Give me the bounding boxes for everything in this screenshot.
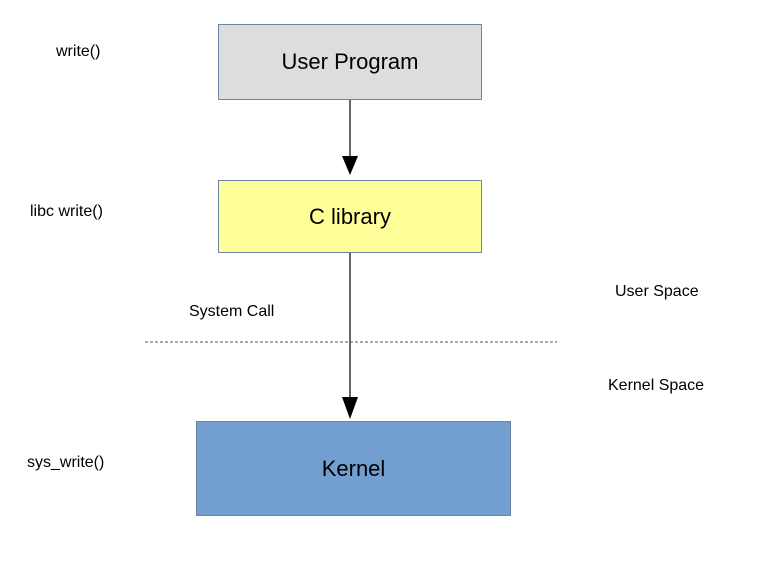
c-library-box: C library: [218, 180, 482, 253]
user-program-box: User Program: [218, 24, 482, 100]
system-call-label: System Call: [189, 303, 275, 320]
kernel-space-label: Kernel Space: [608, 377, 705, 394]
arrow-libc-to-kernel-head: [342, 397, 358, 419]
kernel-label: Kernel: [321, 455, 386, 481]
c-library-label: C library: [309, 203, 391, 229]
user-space-label: User Space: [615, 283, 699, 300]
kernel-call-label: sys_write(): [27, 454, 105, 471]
user-program-label: User Program: [281, 49, 419, 74]
kernel-box: Kernel: [196, 421, 511, 516]
arrow-user-to-libc-head: [342, 156, 358, 175]
libc-call-label: libc write(): [30, 203, 103, 220]
user-call-label: write(): [56, 43, 101, 60]
